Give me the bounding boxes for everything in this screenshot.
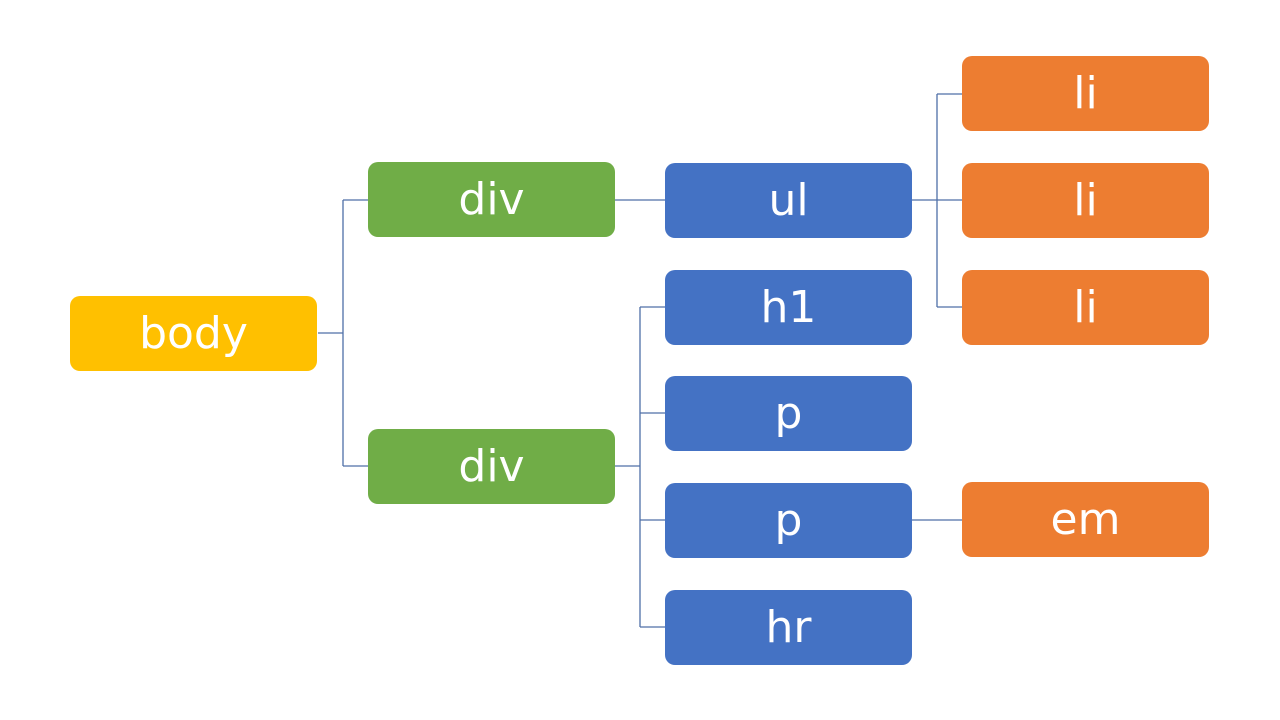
node-li-3: li xyxy=(962,270,1209,345)
node-div-1: div xyxy=(368,162,615,237)
node-body-label: body xyxy=(139,307,248,359)
node-em: em xyxy=(962,482,1209,557)
node-p-1: p xyxy=(665,376,912,451)
node-div-2: div xyxy=(368,429,615,504)
node-body: body xyxy=(70,296,317,371)
node-h1-label: h1 xyxy=(760,281,817,333)
node-div-1-label: div xyxy=(458,173,525,225)
node-hr: hr xyxy=(665,590,912,665)
node-p-1-label: p xyxy=(774,387,803,439)
node-li-3-label: li xyxy=(1073,281,1098,333)
node-p-2: p xyxy=(665,483,912,558)
node-p-2-label: p xyxy=(774,494,803,546)
node-em-label: em xyxy=(1050,493,1121,545)
node-li-2-label: li xyxy=(1073,174,1098,226)
node-ul: ul xyxy=(665,163,912,238)
node-ul-label: ul xyxy=(768,174,809,226)
node-h1: h1 xyxy=(665,270,912,345)
node-li-1-label: li xyxy=(1073,67,1098,119)
node-li-1: li xyxy=(962,56,1209,131)
node-div-2-label: div xyxy=(458,440,525,492)
node-hr-label: hr xyxy=(765,601,812,653)
node-li-2: li xyxy=(962,163,1209,238)
